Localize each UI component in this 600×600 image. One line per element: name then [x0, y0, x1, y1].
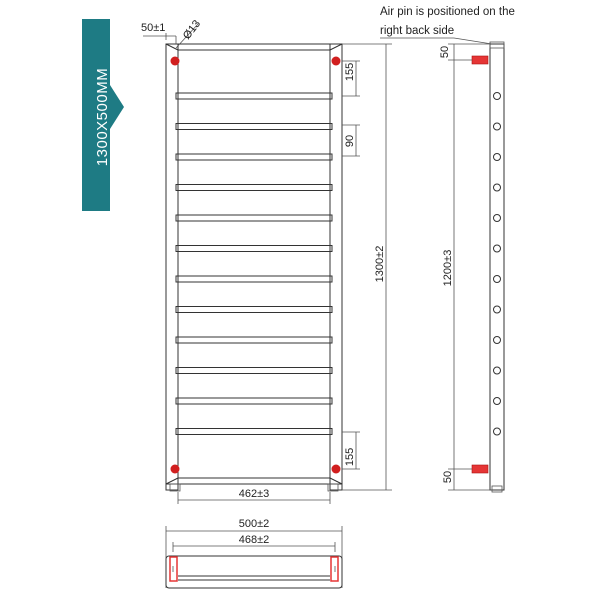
side-top-label: 50	[439, 46, 451, 58]
right-upright-outer	[329, 43, 343, 491]
plan-inner-width-label: 468±2	[239, 534, 270, 546]
bottom-diagonal-right	[329, 477, 343, 485]
valve-bottom-right-icon	[331, 464, 341, 474]
side-bar-end	[493, 183, 501, 192]
side-bar-ends	[493, 92, 501, 436]
side-bar-end	[493, 122, 501, 131]
side-bar-end	[493, 153, 501, 161]
plan-body-outline	[165, 555, 343, 589]
air-pin-note: Air pin is positioned on the right back …	[380, 6, 515, 45]
total-height-label: 1300±2	[374, 246, 386, 283]
pipe-diameter-label: Ø13	[181, 18, 203, 42]
inner-width-dimension: 462±3	[177, 488, 331, 504]
plan-view: 500±2 468±2	[165, 518, 343, 589]
note-line-1: Air pin is positioned on the	[380, 6, 515, 18]
side-bar-end	[493, 244, 501, 253]
top-diagonal-right	[329, 43, 343, 51]
valve-top-left-icon	[170, 56, 180, 66]
side-bar-end	[493, 214, 501, 222]
side-top-cap	[489, 41, 505, 49]
side-upright	[489, 43, 505, 491]
plan-left-fitting-icon	[169, 556, 178, 582]
towel-bar	[175, 245, 333, 252]
towel-bar	[175, 184, 333, 191]
towel-bar	[175, 92, 333, 100]
towel-bar	[175, 397, 333, 405]
towel-bar	[175, 306, 333, 313]
towel-bar	[175, 367, 333, 374]
left-upright-outer	[165, 43, 179, 491]
left-foot-fitting	[169, 483, 181, 492]
right-foot-fitting	[327, 483, 339, 492]
towel-bar	[175, 275, 333, 283]
towel-bar	[175, 153, 333, 161]
side-bottom-fitting-icon	[471, 464, 489, 474]
bar-pitch-label: 90	[344, 135, 356, 147]
side-bar-end	[493, 305, 501, 314]
side-top-fitting-icon	[471, 55, 489, 65]
side-bar-end	[493, 275, 501, 283]
front-right-dimensions: 1300±2 155 90 155	[342, 43, 392, 491]
top-offset-label: 50±1	[141, 22, 165, 34]
side-height-label: 1200±3	[442, 250, 454, 287]
side-bar-end	[493, 92, 501, 100]
valve-top-right-icon	[331, 56, 341, 66]
badge-label: 1300X500MM	[94, 68, 111, 166]
bottom-bar-spacing-label: 155	[344, 448, 356, 466]
side-bar-end	[493, 427, 501, 436]
bottom-diagonal-left	[165, 477, 179, 485]
valve-bottom-left-icon	[170, 464, 180, 474]
top-diagonal-left	[165, 43, 179, 51]
side-foot	[491, 485, 503, 493]
towel-bar	[175, 428, 333, 435]
side-bottom-label: 50	[442, 471, 454, 483]
plan-right-fitting-icon	[330, 556, 339, 582]
towel-bar	[175, 123, 333, 130]
plan-outer-width-label: 500±2	[239, 518, 270, 530]
horizontal-bars	[175, 92, 333, 435]
badge-arrow-shape	[82, 19, 124, 211]
inner-width-label: 462±3	[239, 488, 270, 500]
towel-bar	[175, 336, 333, 344]
towel-bar	[175, 214, 333, 222]
note-line-2: right back side	[380, 25, 454, 37]
side-bar-end	[493, 336, 501, 344]
side-view: 50 1200±3 50	[439, 41, 505, 493]
size-badge: 1300X500MM	[82, 19, 124, 211]
front-view	[165, 43, 343, 492]
top-bar-spacing-label: 155	[344, 63, 356, 81]
side-bar-end	[493, 397, 501, 405]
side-bar-end	[493, 366, 501, 375]
